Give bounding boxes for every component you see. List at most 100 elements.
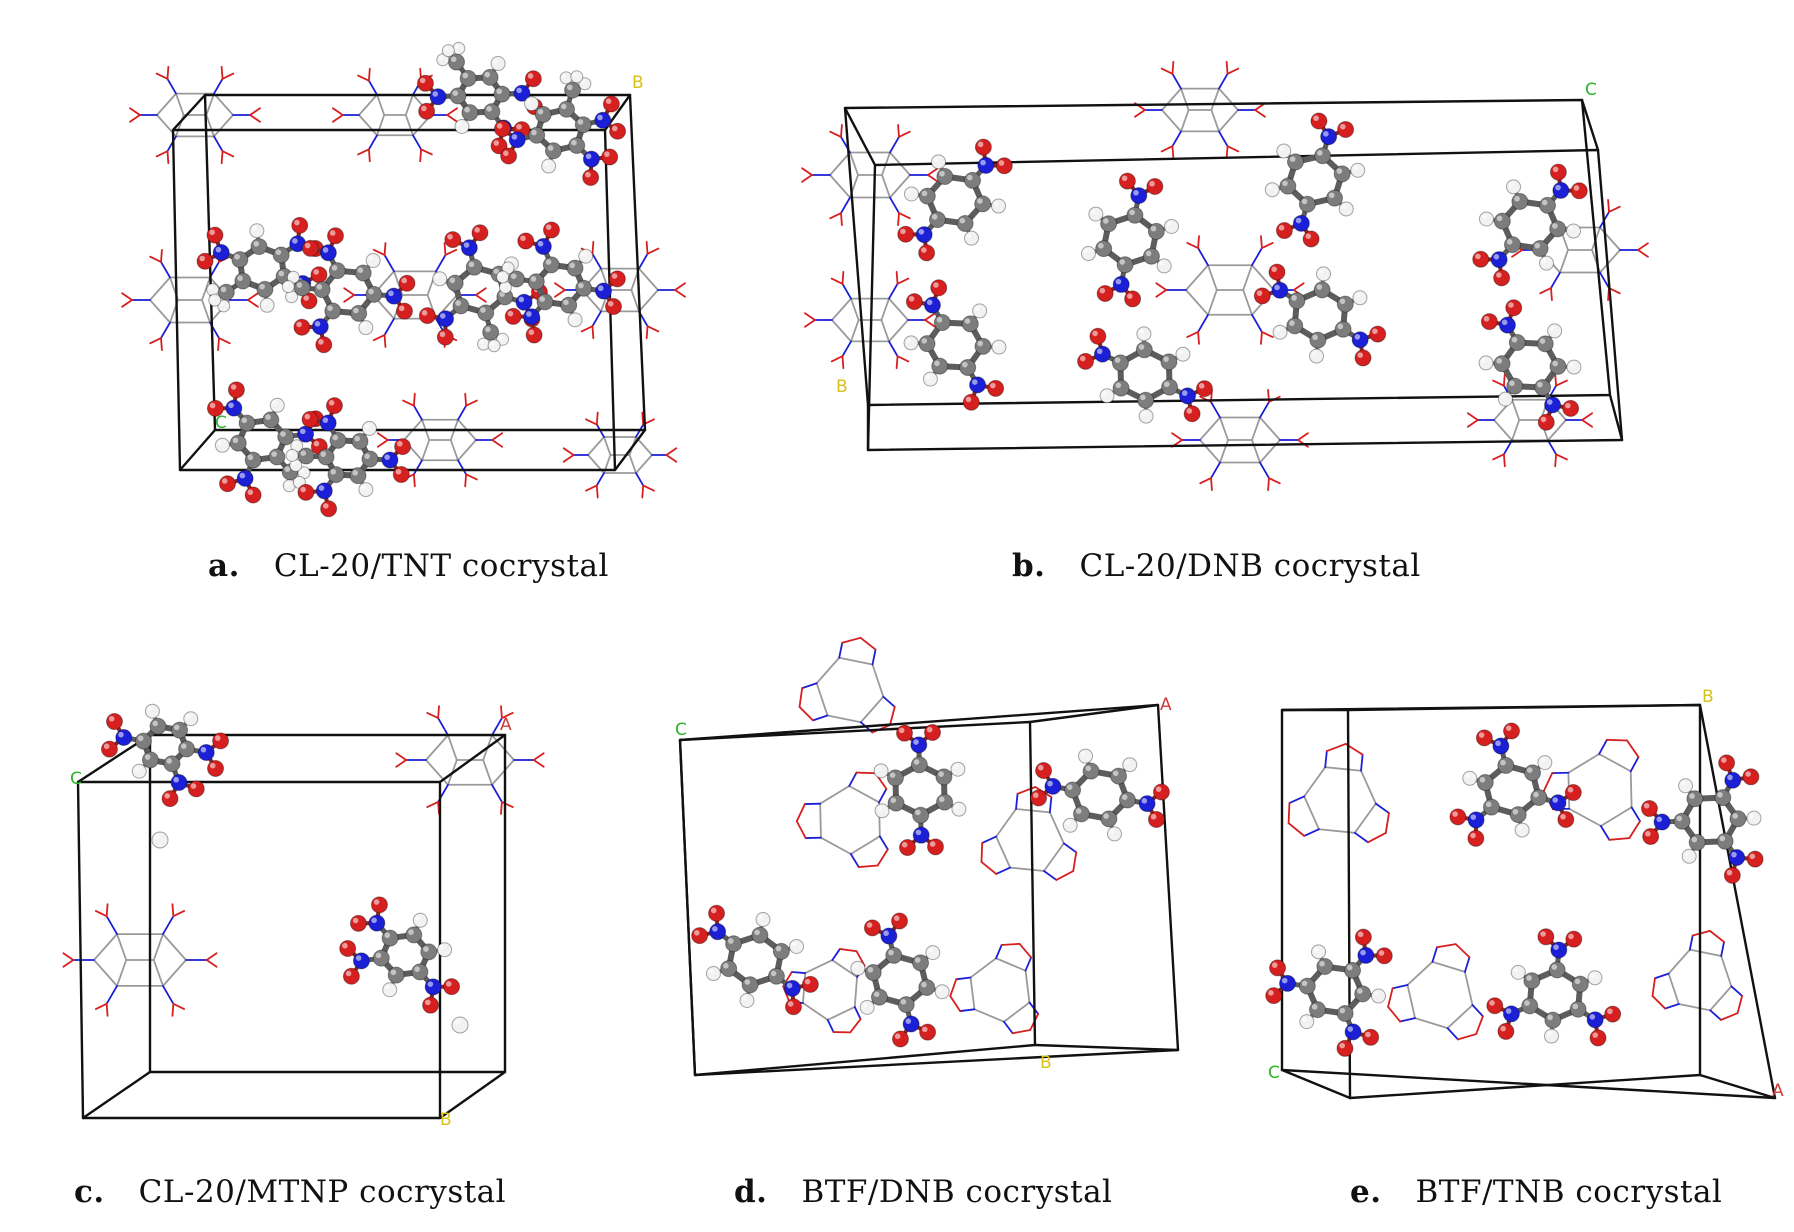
cage-bond — [1210, 87, 1220, 111]
axis-label-b: B — [1702, 687, 1714, 707]
btf-n-bond — [1303, 828, 1320, 837]
carbon-atom — [1142, 247, 1160, 265]
atom-highlight — [977, 141, 984, 148]
btf-n-bond — [1709, 1009, 1722, 1021]
atom-highlight — [1555, 184, 1561, 191]
oxygen-atom — [227, 381, 245, 399]
cage-nitro-stick — [1218, 130, 1229, 148]
nitrogen-atom — [912, 826, 930, 844]
cage-oxygen-stick — [1608, 205, 1621, 213]
oxygen-atom — [418, 102, 436, 120]
cage-nitro-stick — [213, 135, 224, 153]
cage-oxygen-stick — [383, 242, 387, 256]
atom-highlight — [300, 486, 306, 493]
atom-highlight — [1085, 765, 1092, 772]
atom-highlight — [103, 743, 110, 750]
cage-bond — [404, 114, 414, 137]
oxygen-atom — [207, 759, 225, 777]
nitrogen-atom — [197, 744, 215, 762]
hydrogen-atom — [524, 96, 540, 112]
cage-oxygen-stick — [412, 473, 416, 488]
atom-highlight — [322, 247, 329, 253]
cage-oxygen-stick — [491, 439, 504, 448]
cage-oxygen-stick — [841, 270, 845, 285]
cage-oxygen-stick — [402, 399, 415, 407]
atom-highlight — [108, 715, 115, 722]
btf-ring-bond — [1360, 769, 1377, 805]
atom-highlight — [395, 468, 402, 475]
oxygen-atom — [1604, 1005, 1622, 1023]
btf-n-bond — [1599, 825, 1611, 841]
cage-nitro-stick — [888, 282, 899, 300]
carbon-atom — [1309, 331, 1327, 349]
atom-highlight — [1181, 390, 1188, 396]
btf-n-bond — [1446, 1027, 1459, 1041]
btf-n-bond — [801, 682, 818, 690]
panel-c-title: CL-20/MTNP cocrystal — [138, 1174, 507, 1210]
cage-oxygen-stick — [372, 248, 386, 256]
atom-highlight — [1140, 394, 1146, 401]
oxygen-atom — [1096, 284, 1114, 302]
atom-highlight — [607, 300, 614, 307]
cage-oxygen-stick — [218, 337, 231, 345]
cage-nitro-stick — [888, 340, 899, 358]
cage-oxygen-stick — [217, 337, 220, 351]
oxygen-atom — [1449, 808, 1467, 826]
atom-highlight — [1047, 780, 1053, 787]
cage-nitro-stick — [457, 459, 468, 476]
hydrogen-atom — [1309, 348, 1325, 364]
atom-highlight — [1339, 1042, 1345, 1049]
oxygen-atom — [801, 975, 819, 993]
cage-oxygen-stick — [491, 432, 504, 441]
btf-n-bond — [853, 1006, 862, 1021]
cage-bond — [376, 93, 386, 116]
oxygen-atom — [395, 302, 413, 320]
cage-oxygen-stick — [1466, 419, 1479, 428]
cage-oxygen-stick — [1171, 60, 1175, 75]
atom-highlight — [1141, 797, 1148, 804]
atom-highlight — [303, 295, 310, 301]
atom-highlight — [322, 417, 329, 423]
atom-highlight — [1726, 869, 1733, 876]
cage-bond — [1218, 109, 1239, 133]
atom-highlight — [314, 321, 321, 327]
atom-highlight — [1533, 791, 1539, 798]
btf-o-bond — [1626, 739, 1640, 758]
hydrogen-atom — [1175, 346, 1191, 362]
btf-n-bond — [838, 641, 844, 659]
btf-o-bond — [889, 705, 896, 727]
atom-highlight — [447, 233, 453, 240]
atom-highlight — [463, 242, 470, 248]
atom-highlight — [1732, 813, 1738, 819]
atom-highlight — [1282, 180, 1288, 187]
btf-ring-bond — [1667, 948, 1691, 975]
atom-highlight — [545, 224, 552, 230]
cage-oxygen-stick — [1186, 241, 1199, 249]
btf-o-bond — [980, 860, 998, 875]
atom-highlight — [313, 440, 320, 447]
cage-oxygen-stick — [121, 292, 133, 301]
btf-o-bond — [876, 848, 889, 867]
atom-highlight — [1508, 181, 1514, 187]
atom-highlight — [526, 98, 532, 104]
cage-nitro-stick — [841, 282, 852, 300]
atom-highlight — [578, 282, 584, 289]
atom-highlight — [450, 56, 457, 63]
atom-highlight — [328, 400, 335, 406]
cage-nitro-stick — [162, 915, 175, 936]
btf-o-bond — [1387, 987, 1394, 1008]
atom-highlight — [898, 727, 905, 734]
hydrogen-atom — [1264, 182, 1280, 198]
carbon-atom — [1673, 812, 1691, 830]
carbon-atom — [250, 238, 268, 256]
carbon-atom — [918, 978, 936, 996]
oxygen-atom — [602, 95, 620, 113]
cage-oxygen-stick — [585, 418, 598, 426]
atom-highlight — [1139, 328, 1144, 334]
atom-highlight — [1163, 381, 1170, 388]
unit-cell-edge — [171, 93, 207, 132]
nitrogen-atom — [783, 979, 801, 997]
cage-nitro-stick — [1210, 461, 1221, 480]
atom-highlight — [1719, 835, 1726, 842]
atom-highlight — [289, 273, 294, 278]
